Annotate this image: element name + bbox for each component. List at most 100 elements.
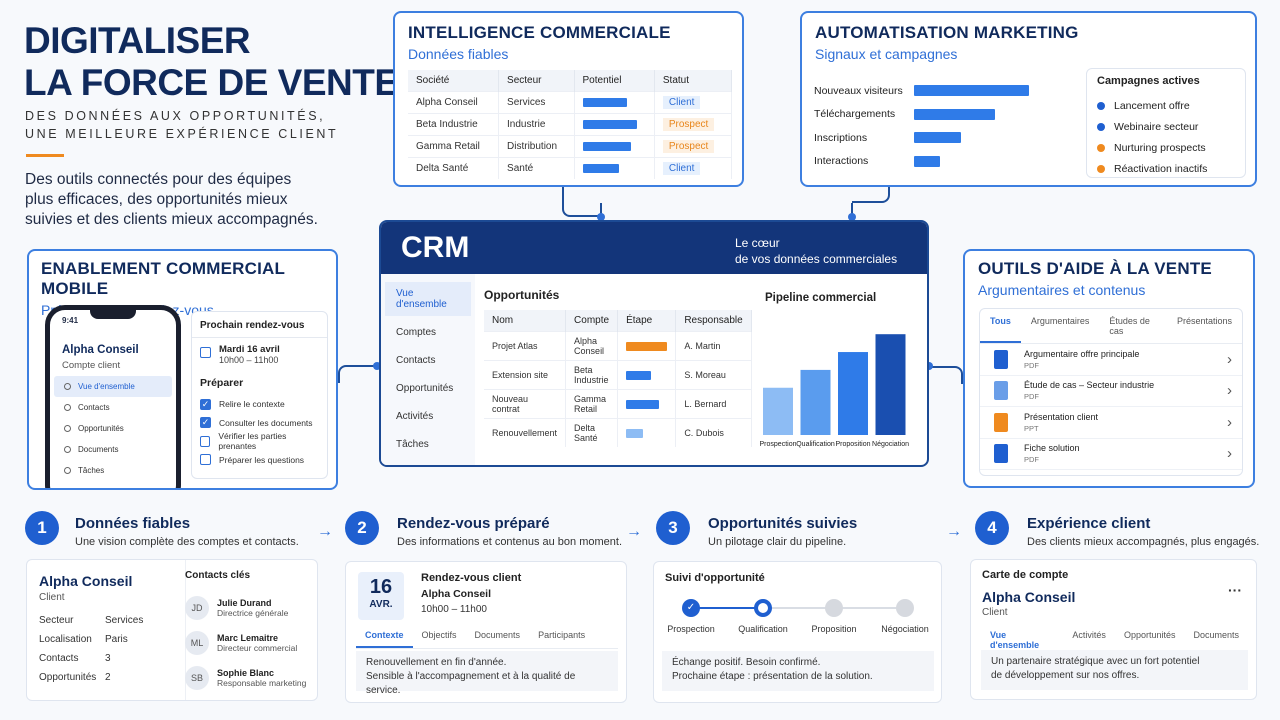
checklist-item[interactable]: Vérifier les parties prenantes xyxy=(200,431,319,451)
meeting-tab[interactable]: Participants xyxy=(538,630,586,640)
crm-menu-item[interactable]: Comptes xyxy=(396,327,437,338)
crm-menu-item[interactable]: Contacts xyxy=(396,355,436,366)
stage-bar xyxy=(626,399,660,409)
status-badge: Prospect xyxy=(662,140,715,153)
hero-title-line1: DIGITALISER xyxy=(24,20,251,61)
phone-menu-item[interactable]: Tâches xyxy=(54,460,172,481)
opp-nom: Projet Atlas xyxy=(484,331,567,361)
checkbox-checked-icon[interactable]: ✓ xyxy=(200,398,211,410)
phone-menu-item[interactable]: Opportunités xyxy=(54,418,172,439)
document-name: Argumentaire offre principale xyxy=(1024,348,1140,359)
checkbox-checked-icon[interactable]: ✓ xyxy=(200,417,211,429)
crm-menu-item[interactable]: Opportunités xyxy=(396,383,454,394)
tools-tab[interactable]: Argumentaires xyxy=(1030,316,1090,326)
next-meeting-panel: Prochain rendez-vous Mardi 16 avril 10h0… xyxy=(191,311,328,479)
account-tab[interactable]: Activités xyxy=(1072,630,1106,640)
step2-note-2: Sensible à l'accompagnement et à la qual… xyxy=(366,671,576,696)
crm-menu-item[interactable]: Activités xyxy=(396,411,434,422)
connector-tools xyxy=(931,366,963,384)
step4-account: Alpha Conseil xyxy=(982,589,1076,605)
step1-account-name: Alpha Conseil xyxy=(39,573,133,589)
field-key: Opportunités xyxy=(39,672,97,683)
meeting-tab[interactable]: Documents xyxy=(474,630,521,640)
document-type: PDF xyxy=(1024,360,1039,370)
more-icon[interactable]: ··· xyxy=(1228,582,1242,598)
hero-subtitle-line2: UNE MEILLEURE EXPÉRIENCE CLIENT xyxy=(25,127,339,141)
contact-name: Julie Durand xyxy=(217,597,272,608)
field-key: Contacts xyxy=(39,653,79,664)
calendar-icon xyxy=(200,347,211,358)
step-pending-icon[interactable] xyxy=(825,599,843,617)
crm-menu-item[interactable]: Vue d'ensemble xyxy=(385,282,471,316)
step-3-desc: Un pilotage clair du pipeline. xyxy=(708,536,847,548)
step4-note-1: Un partenaire stratégique avec un fort p… xyxy=(991,656,1200,667)
checklist-item[interactable]: Préparer les questions xyxy=(200,451,319,470)
avatar: JD xyxy=(185,595,209,620)
step-1-number: 1 xyxy=(25,511,59,545)
hero-divider xyxy=(26,154,64,157)
account-tab[interactable]: Opportunités xyxy=(1123,630,1176,640)
connector-marketing-v xyxy=(851,203,853,217)
step2-title: Rendez-vous client xyxy=(421,572,522,584)
meeting-tab[interactable]: Contexte xyxy=(356,624,413,648)
campaign-item[interactable]: Réactivation inactifs xyxy=(1097,158,1235,179)
campaign-item[interactable]: Webinaire secteur xyxy=(1097,116,1235,137)
phone-time: 9:41 xyxy=(62,316,79,325)
step4-note: Un partenaire stratégique avec un fort p… xyxy=(981,650,1248,690)
step-done-icon[interactable]: ✓ xyxy=(682,599,700,617)
phone-menu-label: Tâches xyxy=(78,466,105,475)
checklist-item[interactable]: ✓Relire le contexte xyxy=(200,395,319,414)
hero-desc-line1: Des outils connectés pour des équipes xyxy=(25,171,292,188)
step-4-desc: Des clients mieux accompagnés, plus enga… xyxy=(1027,536,1260,548)
checkbox-icon[interactable] xyxy=(200,435,211,447)
meeting-tab[interactable]: Objectifs xyxy=(421,630,457,640)
tools-tab[interactable]: Tous xyxy=(980,309,1021,343)
campaign-item[interactable]: Lancement offre xyxy=(1097,95,1235,116)
metric-row: Interactions xyxy=(814,150,1076,174)
account-tab[interactable]: Documents xyxy=(1193,630,1239,640)
hero-description: Des outils connectés pour des équipes pl… xyxy=(25,170,318,230)
intel-col-statut: Statut xyxy=(654,70,733,92)
phone-account: Alpha Conseil xyxy=(62,344,139,356)
phone-menu-item[interactable]: Documents xyxy=(54,439,172,460)
arrow-1-icon: → xyxy=(317,523,333,540)
document-type: PDF xyxy=(1024,392,1039,402)
step4-account-card: Carte de compte ··· Alpha Conseil Client… xyxy=(970,559,1257,700)
step2-meeting-card: 16 AVR. Rendez-vous client Alpha Conseil… xyxy=(345,561,627,703)
campaign-item[interactable]: Nurturing prospects xyxy=(1097,137,1235,158)
tools-tab[interactable]: Études de cas xyxy=(1109,316,1150,336)
tools-tab[interactable]: Présentations xyxy=(1176,316,1232,326)
step-current-icon[interactable] xyxy=(754,599,772,617)
phone-menu-label: Documents xyxy=(78,445,119,454)
checklist-label: Préparer les questions xyxy=(219,454,305,465)
crm-menu-item[interactable]: Tâches xyxy=(396,439,429,450)
contact-name: Sophie Blanc xyxy=(217,667,275,678)
checkbox-icon[interactable] xyxy=(200,454,211,466)
potential-bar xyxy=(582,164,619,173)
tools-title: OUTILS D'AIDE À LA VENTE xyxy=(978,259,1212,278)
avatar: SB xyxy=(185,665,209,690)
step-pending-icon[interactable] xyxy=(896,599,914,617)
checklist-item[interactable]: ✓Consulter les documents xyxy=(200,414,319,433)
step3-note: Échange positif. Besoin confirmé. Procha… xyxy=(662,651,934,691)
phone-menu-item[interactable]: Contacts xyxy=(54,397,172,418)
phone-menu-item[interactable]: Vue d'ensemble xyxy=(54,376,172,397)
